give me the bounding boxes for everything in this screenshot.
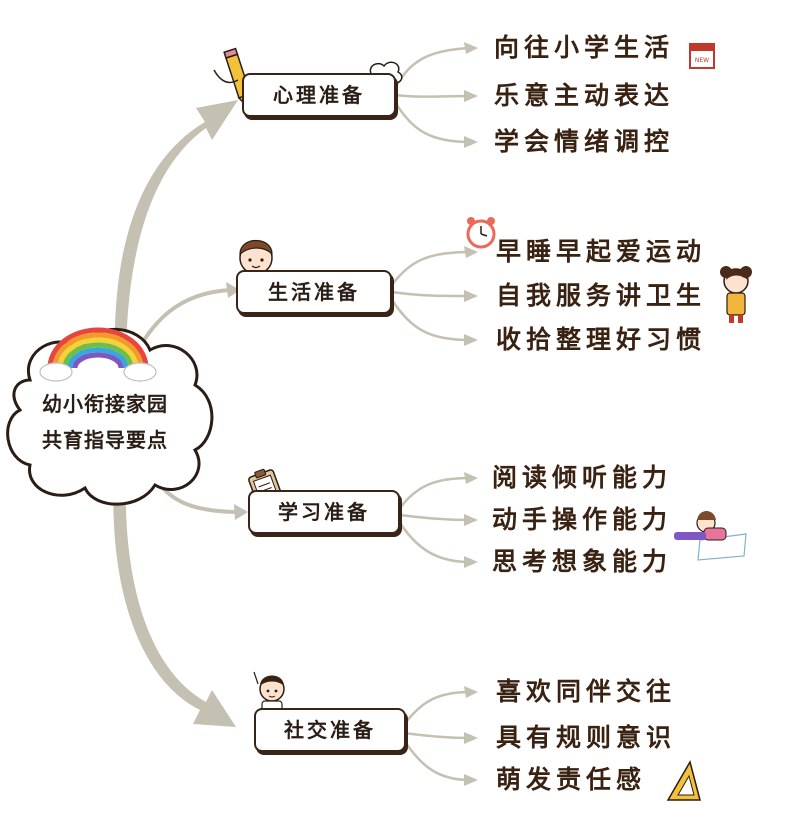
kid-icon — [253, 671, 285, 714]
category-psychology: 心理准备 — [242, 73, 396, 117]
leaf-item: 自我服务讲卫生 — [496, 281, 707, 310]
leaf-item: 具有规则意识 — [496, 723, 677, 752]
leaf-item: 思考想象能力 — [492, 547, 673, 576]
category-social: 社交准备 — [254, 708, 406, 752]
leaf-item: 学会情绪调控 — [494, 127, 675, 156]
ruler-triangle-icon — [666, 760, 701, 801]
main-arrow-1 — [114, 100, 238, 380]
main-arrow-4 — [113, 470, 236, 727]
category-study: 学习准备 — [248, 490, 400, 534]
leaf-item: 喜欢同伴交往 — [496, 677, 677, 706]
leaf-item: 收拾整理好习惯 — [496, 325, 707, 354]
center-title-line1: 幼小衔接家园 — [42, 392, 168, 416]
leaf-item: 乐意主动表达 — [494, 81, 675, 110]
rainbow-icon — [47, 327, 149, 369]
category-life: 生活准备 — [236, 270, 392, 314]
child-drawing-icon — [674, 511, 747, 561]
leaf-item: 动手操作能力 — [492, 505, 673, 534]
calendar-icon: NEW — [689, 43, 715, 69]
svg-text:NEW: NEW — [695, 57, 709, 64]
leaf-arrows — [390, 46, 472, 782]
leaf-item: 阅读倾听能力 — [492, 463, 673, 492]
leaf-item: 萌发责任感 — [496, 765, 647, 794]
alarm-clock-icon — [466, 217, 496, 249]
center-title: 幼小衔接家园 共育指导要点 — [5, 386, 205, 458]
rainbow-clouds — [39, 362, 157, 382]
leaf-arrowheads — [464, 42, 478, 786]
leaf-item: 早睡早起爱运动 — [496, 237, 707, 266]
girl-icon — [720, 266, 752, 323]
center-title-line2: 共育指导要点 — [42, 428, 168, 452]
leaf-item: 向往小学生活 — [494, 33, 675, 62]
